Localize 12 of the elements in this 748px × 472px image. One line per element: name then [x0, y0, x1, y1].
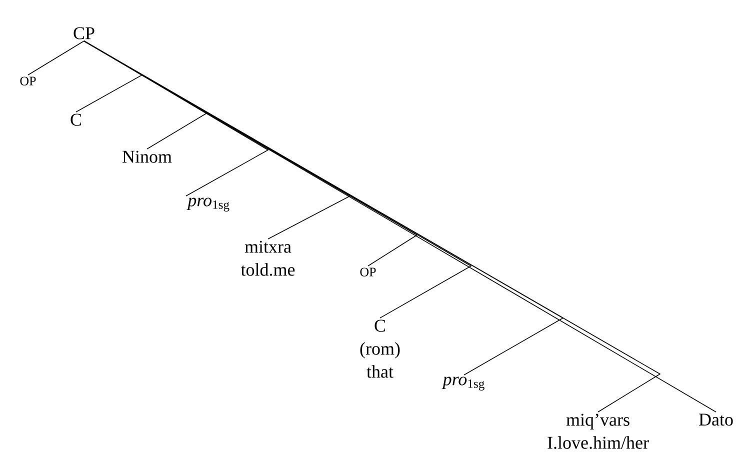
- tree-label: mitxra told.me: [240, 240, 295, 276]
- tree-label: C (rom) that: [360, 320, 400, 378]
- tree-label: pro$_{1sg}$: [186, 198, 230, 212]
- tree-label: Ninom: [122, 150, 172, 163]
- tree-label: OP: [360, 268, 376, 276]
- tree-label: CP: [74, 27, 94, 40]
- tree-label: miq’vars I.love.him/her: [548, 414, 649, 449]
- tree-label: pro$_{1sg}$: [442, 376, 484, 390]
- tree-label: Dato: [699, 414, 733, 426]
- tree-label: C: [70, 114, 81, 126]
- tree-branch: [28, 40, 84, 76]
- tree-label: OP: [20, 76, 36, 86]
